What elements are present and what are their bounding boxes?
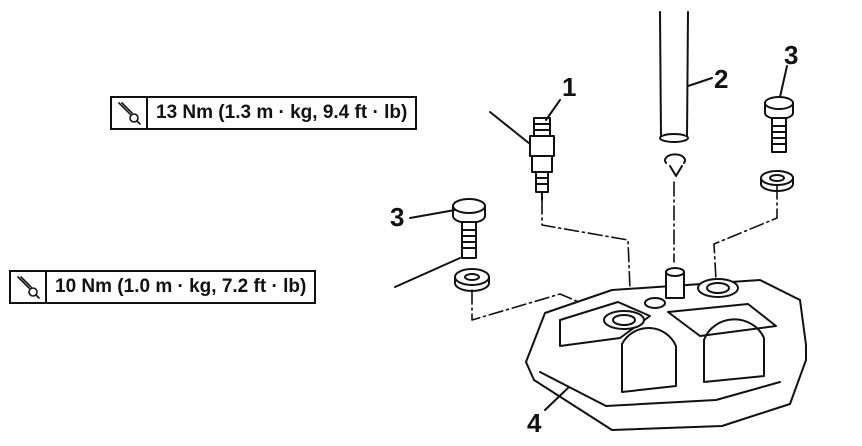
torque-spec-bolt: 10 Nm (1.0 m · kg, 7.2 ft · lb) <box>9 270 317 304</box>
hose-clip <box>664 153 686 177</box>
breather-hose <box>659 11 689 143</box>
washer-left <box>454 268 490 292</box>
callout-spark-plug: 1 <box>562 72 577 102</box>
torque-wrench-icon <box>11 272 47 302</box>
cylinder-head-cover <box>525 267 807 431</box>
spark-plug <box>529 117 555 201</box>
torque-wrench-icon <box>112 98 148 128</box>
bolt-left <box>452 198 486 259</box>
callout-hose: 2 <box>714 64 729 94</box>
callout-bolt-right: 3 <box>784 40 799 70</box>
torque-spec-spark-plug: 13 Nm (1.3 m · kg, 9.4 ft · lb) <box>110 96 418 130</box>
callout-bolt-left: 3 <box>390 202 405 232</box>
bolt-right <box>764 96 794 153</box>
callout-cover: 4 <box>527 408 542 438</box>
torque-spec-text: 13 Nm (1.3 m · kg, 9.4 ft · lb) <box>156 102 408 123</box>
torque-spec-text: 10 Nm (1.0 m · kg, 7.2 ft · lb) <box>55 276 307 297</box>
